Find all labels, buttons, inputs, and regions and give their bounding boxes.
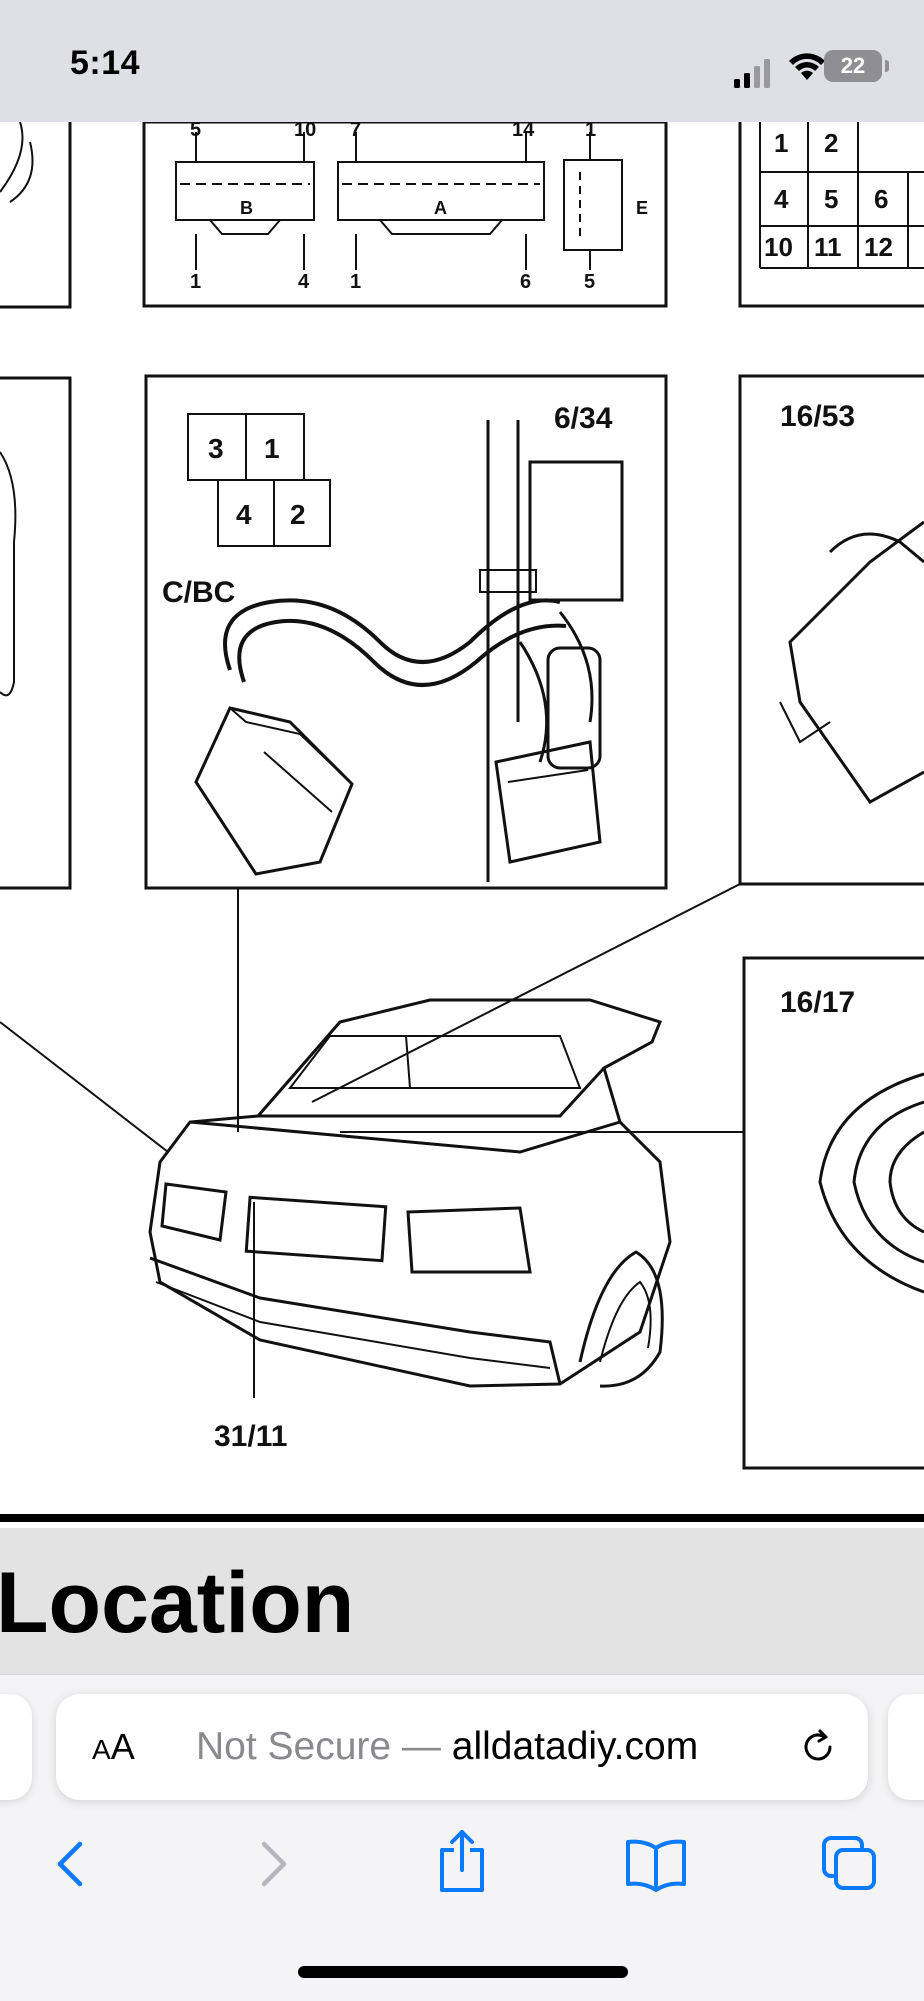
status-time: 5:14 — [70, 44, 141, 82]
pin-label-bottom-4: 4 — [298, 271, 310, 293]
label-c-bc: C/BC — [162, 576, 235, 609]
bookmarks-icon[interactable] — [624, 1836, 688, 1892]
grid-cell-10: 10 — [764, 232, 793, 262]
section-divider — [0, 1514, 924, 1522]
wifi-icon — [789, 53, 825, 80]
status-bar: 5:14 22 — [0, 0, 924, 122]
label-16-53: 16/53 — [780, 400, 855, 433]
pin-label-bottom-1b: 1 — [350, 271, 361, 293]
page-settings-button[interactable]: AA — [92, 1694, 135, 1800]
grid-cell-1: 1 — [774, 128, 788, 158]
plug-pin-1: 1 — [264, 433, 280, 464]
connector-label-e: E — [636, 198, 648, 218]
battery-tip — [885, 60, 889, 72]
pin-label-bottom-5: 5 — [584, 271, 595, 293]
back-icon[interactable] — [44, 1836, 100, 1892]
pin-label-5: 5 — [190, 122, 201, 141]
grid-cell-5: 5 — [824, 184, 838, 214]
grid-cell-6: 6 — [874, 184, 888, 214]
aa-small-letter: A — [92, 1734, 111, 1765]
pin-label-14: 14 — [512, 122, 535, 141]
pin-label-7: 7 — [350, 122, 361, 141]
diagram-drawing: 5 10 7 14 1 1 4 1 6 5 B A E 1 2 4 5 6 10… — [0, 122, 924, 1470]
grid-cell-12: 12 — [864, 232, 893, 262]
connector-label-b: B — [240, 198, 253, 218]
pin-label-10: 10 — [294, 122, 316, 141]
tabs-icon[interactable] — [820, 1834, 880, 1894]
previous-tab-preview[interactable] — [0, 1694, 32, 1800]
home-indicator — [298, 1966, 628, 1978]
plug-pin-4: 4 — [236, 499, 252, 530]
label-31-11: 31/11 — [214, 1420, 287, 1453]
pin-label-bottom-1: 1 — [190, 271, 201, 293]
share-icon[interactable] — [434, 1828, 490, 1894]
domain-label: alldatadiy.com — [451, 1725, 699, 1768]
plug-pin-2: 2 — [290, 499, 306, 530]
wiring-location-diagram: 5 10 7 14 1 1 4 1 6 5 B A E 1 2 4 5 6 10… — [0, 122, 924, 1500]
connector-label-a: A — [434, 198, 447, 218]
label-16-17: 16/17 — [780, 986, 855, 1019]
plug-pin-3: 3 — [208, 433, 224, 464]
cellular-signal-icon — [734, 59, 770, 88]
section-header-band — [0, 1528, 924, 1674]
forward-icon[interactable] — [244, 1836, 300, 1892]
grid-cell-4: 4 — [774, 184, 789, 214]
label-6-34: 6/34 — [554, 402, 613, 435]
grid-cell-11: 11 — [814, 232, 842, 262]
pin-label-1-e: 1 — [585, 122, 596, 141]
reload-icon[interactable] — [798, 1727, 838, 1767]
battery-indicator: 22 — [824, 50, 894, 84]
address-bar[interactable]: AA Not Secure — alldatadiy.com — [56, 1694, 868, 1800]
url-display[interactable]: Not Secure — alldatadiy.com — [196, 1694, 698, 1800]
aa-large-letter: A — [110, 1726, 135, 1767]
pin-label-bottom-6: 6 — [520, 271, 531, 293]
battery-level: 22 — [824, 50, 882, 82]
grid-cell-2: 2 — [824, 128, 838, 158]
next-tab-preview[interactable] — [888, 1694, 924, 1800]
not-secure-label: Not Secure — — [196, 1725, 452, 1768]
section-title: Location — [0, 1555, 355, 1651]
